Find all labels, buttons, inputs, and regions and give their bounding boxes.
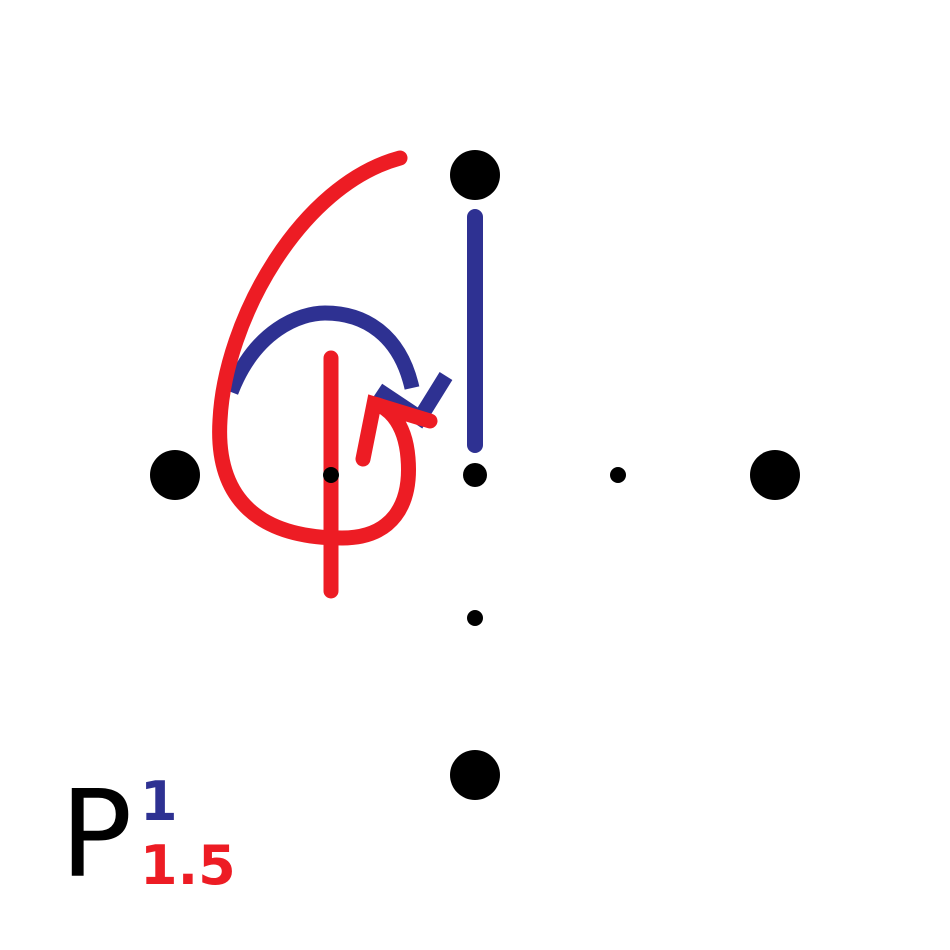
point-center-right [610,467,626,483]
label-subscript: 1.5 [140,834,236,897]
point-right [750,450,800,500]
point-bottom [450,750,500,800]
blue-arc-arrow [224,305,420,395]
point-left [150,450,200,500]
point-center [463,463,487,487]
label-symbol: P [60,766,132,905]
point-top [450,150,500,200]
point-center-left [323,467,339,483]
red-curve [212,150,408,546]
point-center-down [467,610,483,626]
red-arrowhead [355,394,438,467]
label-superscript: 1 [140,770,178,833]
